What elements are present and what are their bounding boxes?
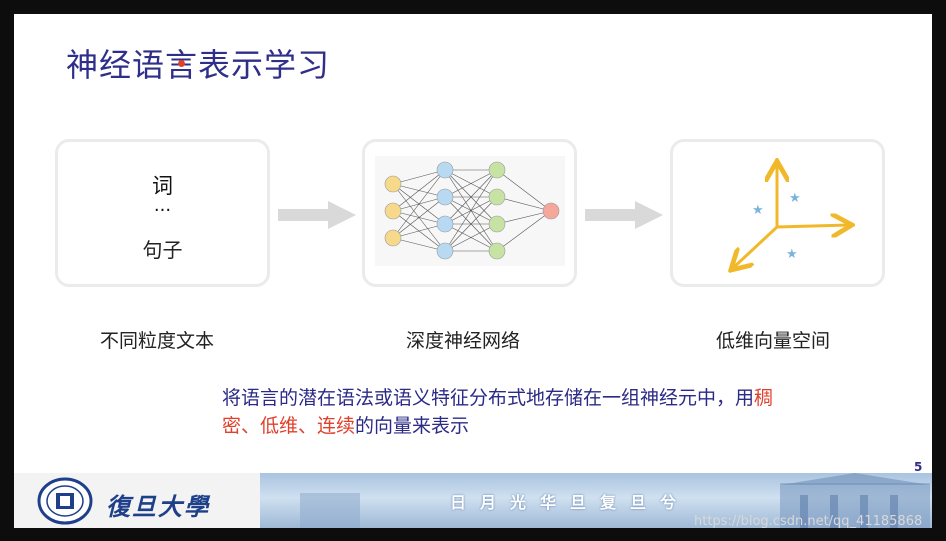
flow-arrow-icon bbox=[278, 201, 356, 229]
network-connection bbox=[392, 223, 446, 239]
slide: 神经语言表示学习 词 ··· 句子 ★ ★ ★ bbox=[14, 14, 932, 528]
star-icon: ★ bbox=[789, 191, 801, 206]
network-connection bbox=[496, 210, 552, 252]
footer: 復旦大學 日月光华旦复旦兮 bbox=[14, 473, 932, 528]
network-neuron bbox=[488, 215, 506, 233]
network-neuron bbox=[384, 175, 402, 193]
network-connection bbox=[444, 169, 498, 225]
page-number: 5 bbox=[914, 460, 923, 474]
network-neuron bbox=[488, 161, 506, 179]
vector-space-box: ★ ★ ★ bbox=[670, 139, 885, 287]
flow-arrow-icon bbox=[585, 201, 663, 229]
slide-title: 神经语言表示学习 bbox=[66, 46, 331, 84]
network-connection bbox=[444, 223, 498, 252]
word-label: 词 bbox=[152, 174, 173, 198]
network-connection bbox=[496, 169, 552, 212]
campus-banner: 日月光华旦复旦兮 bbox=[260, 473, 932, 528]
laser-pointer-dot bbox=[178, 60, 185, 67]
network-connection bbox=[392, 169, 446, 239]
network-neuron bbox=[384, 229, 402, 247]
network-connection bbox=[444, 196, 498, 252]
network-neuron bbox=[436, 188, 454, 206]
description-text: 将语言的潜在语法或语义特征分布式地存储在一组神经元中，用稠密、低维、连续的向量来… bbox=[222, 384, 802, 440]
network-neuron bbox=[436, 161, 454, 179]
ellipsis-label: ··· bbox=[153, 200, 172, 221]
star-icon: ★ bbox=[786, 247, 798, 262]
caption-neural-network: 深度神经网络 bbox=[406, 330, 521, 352]
vector-axis-down-left bbox=[733, 225, 779, 268]
network-connection bbox=[392, 169, 446, 212]
neural-network-diagram bbox=[375, 156, 565, 266]
star-icon: ★ bbox=[752, 203, 764, 218]
neural-network-box bbox=[362, 139, 577, 287]
network-connection bbox=[392, 169, 446, 185]
network-neuron bbox=[384, 202, 402, 220]
text-granularity-box: 词 ··· 句子 bbox=[55, 139, 270, 287]
description-highlight: 稠密、低维、连续 bbox=[222, 387, 774, 437]
sentence-label: 句子 bbox=[142, 238, 183, 262]
network-neuron bbox=[436, 215, 454, 233]
network-neuron bbox=[488, 188, 506, 206]
description-part2: 的向量来表示 bbox=[355, 415, 470, 437]
banner-motto: 日月光华旦复旦兮 bbox=[450, 493, 691, 512]
watermark-url: https://blog.csdn.net/qq_41185868 bbox=[694, 514, 923, 529]
university-name-logo: 復旦大學 bbox=[106, 492, 210, 521]
campus-building-silhouette bbox=[300, 473, 930, 528]
vector-space-diagram: ★ ★ ★ bbox=[673, 142, 882, 284]
vector-axis-right bbox=[776, 225, 849, 227]
network-neuron bbox=[436, 242, 454, 260]
network-connection bbox=[392, 196, 446, 239]
caption-vector-space: 低维向量空间 bbox=[716, 330, 831, 352]
network-connection bbox=[496, 210, 552, 225]
network-connection bbox=[392, 237, 446, 252]
network-neuron bbox=[542, 202, 560, 220]
network-connection bbox=[444, 169, 498, 198]
university-seal-logo bbox=[37, 477, 93, 525]
caption-text-granularity: 不同粒度文本 bbox=[100, 330, 215, 352]
network-connection bbox=[496, 196, 552, 212]
network-neuron bbox=[488, 242, 506, 260]
description-part1: 将语言的潜在语法或语义特征分布式地存储在一组神经元中，用 bbox=[222, 387, 755, 409]
network-connection bbox=[444, 169, 498, 252]
